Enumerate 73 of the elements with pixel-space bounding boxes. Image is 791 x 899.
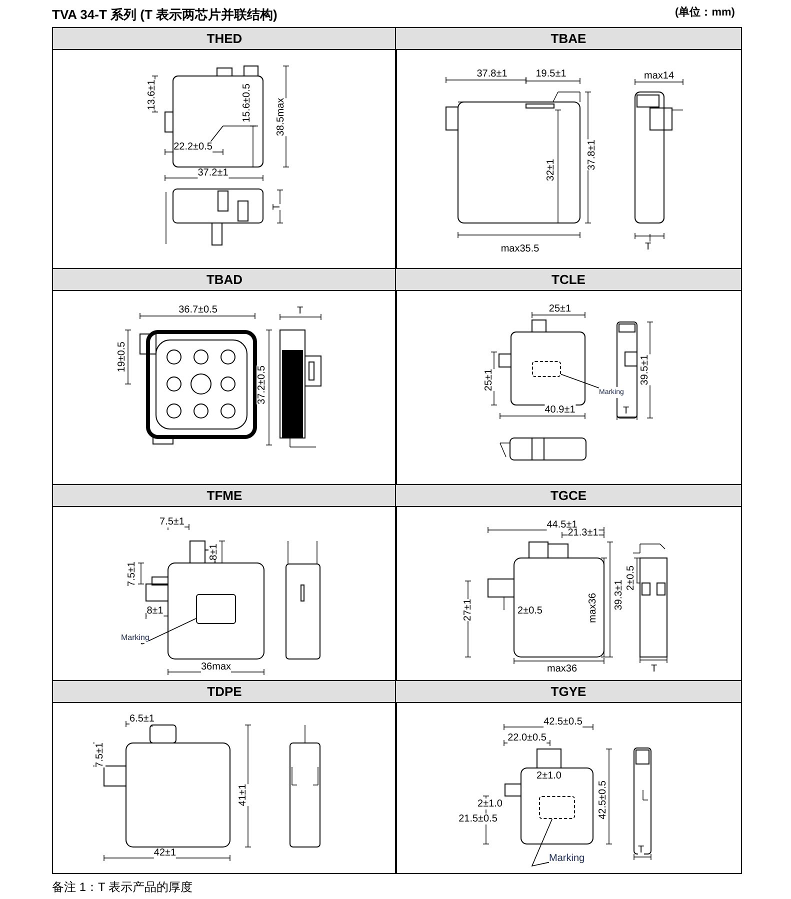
- dimension-label: 15.6±0.5: [242, 84, 252, 122]
- dimension-label: 6.5±1: [130, 714, 154, 724]
- dimension-label: T: [296, 306, 304, 316]
- dimension-label: max36: [588, 593, 598, 623]
- dimension-label: T: [272, 204, 282, 210]
- dimension-label: 25±1: [548, 304, 572, 314]
- drawing-panel: [395, 680, 742, 874]
- footnote: 备注 1：T 表示产品的厚度: [52, 879, 192, 896]
- dimension-label: 39.3±1: [614, 580, 624, 610]
- callout-text: Marking: [121, 632, 150, 643]
- header-cell: TGYE: [396, 681, 741, 703]
- drawing-panel: [395, 484, 742, 681]
- header-cell: TFME: [53, 485, 396, 507]
- dimension-label: 42.5±0.5: [598, 780, 608, 820]
- dimension-label: T: [644, 242, 652, 252]
- dimension-label: max35.5: [500, 244, 540, 254]
- drawing-panel: [52, 268, 397, 485]
- dimension-label: T: [650, 664, 658, 674]
- dimension-label: 19.5±1: [536, 68, 566, 80]
- dimension-label: 36.7±0.5: [178, 304, 218, 316]
- drawing-panel: [395, 27, 742, 269]
- dimension-label: 25±1: [484, 368, 494, 392]
- header-cell: TDPE: [53, 681, 396, 703]
- dimension-label: T: [638, 844, 644, 856]
- dimension-label: 22.2±0.5: [174, 142, 212, 152]
- header-cell: THED: [53, 28, 396, 50]
- dimension-label: 7.5±1: [94, 742, 106, 768]
- callout-text: Marking: [549, 853, 585, 864]
- dimension-label: T: [622, 406, 630, 416]
- dimension-label: 37.8±1: [586, 140, 598, 170]
- marking-area: [539, 796, 575, 819]
- header-cell: TBAD: [53, 269, 396, 291]
- dimension-label: 42.5±0.5: [544, 716, 582, 728]
- dimension-label: 42±1: [154, 848, 176, 858]
- dimension-label: 37.2±0.5: [256, 366, 268, 404]
- dimension-label: 36max: [201, 662, 231, 672]
- dimension-label: 8±1: [146, 606, 164, 616]
- dimension-label: max36: [547, 664, 577, 674]
- dimension-label: 2±1.0: [478, 798, 502, 810]
- dimension-label: 7.5±1: [126, 562, 138, 586]
- drawing-panel: [52, 680, 397, 874]
- dimension-label: 22.0±0.5: [508, 732, 546, 744]
- drawing-panel: [52, 27, 397, 269]
- dimension-label: 2±1.0: [536, 770, 562, 782]
- dimension-label: 41±1: [238, 784, 248, 806]
- header-cell: TBAE: [396, 28, 741, 50]
- dimension-label: 19±0.5: [116, 342, 128, 372]
- dimension-label: 2±0.5: [626, 566, 636, 590]
- drawing-panel: [395, 268, 742, 485]
- leader-line: [560, 374, 600, 388]
- marking-area: [532, 361, 561, 377]
- leader-line: [531, 818, 552, 867]
- dimension-label: 37.8±1: [476, 68, 508, 80]
- dimension-label: 13.6±1: [146, 80, 158, 110]
- dimension-label: 21.5±0.5: [458, 814, 498, 824]
- dimension-label: 27±1: [462, 598, 474, 622]
- dimension-label: 32±1: [546, 158, 556, 182]
- dimension-label: 2±0.5: [518, 606, 542, 616]
- header-cell: TGCE: [396, 485, 741, 507]
- unit-note: (单位：mm): [675, 8, 735, 18]
- dimension-label: 39.5±1: [640, 354, 650, 386]
- dimension-label: 21.3±1: [568, 528, 598, 538]
- drawing-panel: [52, 484, 397, 681]
- page-title: TVA 34-T 系列 (T 表示两芯片并联结构): [52, 6, 278, 24]
- dimension-label: 37.2±1: [198, 168, 228, 178]
- leader-line: [140, 618, 196, 644]
- marking-area: [196, 594, 236, 624]
- dimension-label: 8±1: [208, 544, 220, 560]
- dimension-label: max14: [644, 70, 674, 82]
- header-cell: TCLE: [396, 269, 741, 291]
- dimension-label: 40.9±1: [544, 404, 576, 416]
- dimension-label: 7.5±1: [160, 516, 184, 528]
- dimension-label: 38.5max: [276, 98, 286, 136]
